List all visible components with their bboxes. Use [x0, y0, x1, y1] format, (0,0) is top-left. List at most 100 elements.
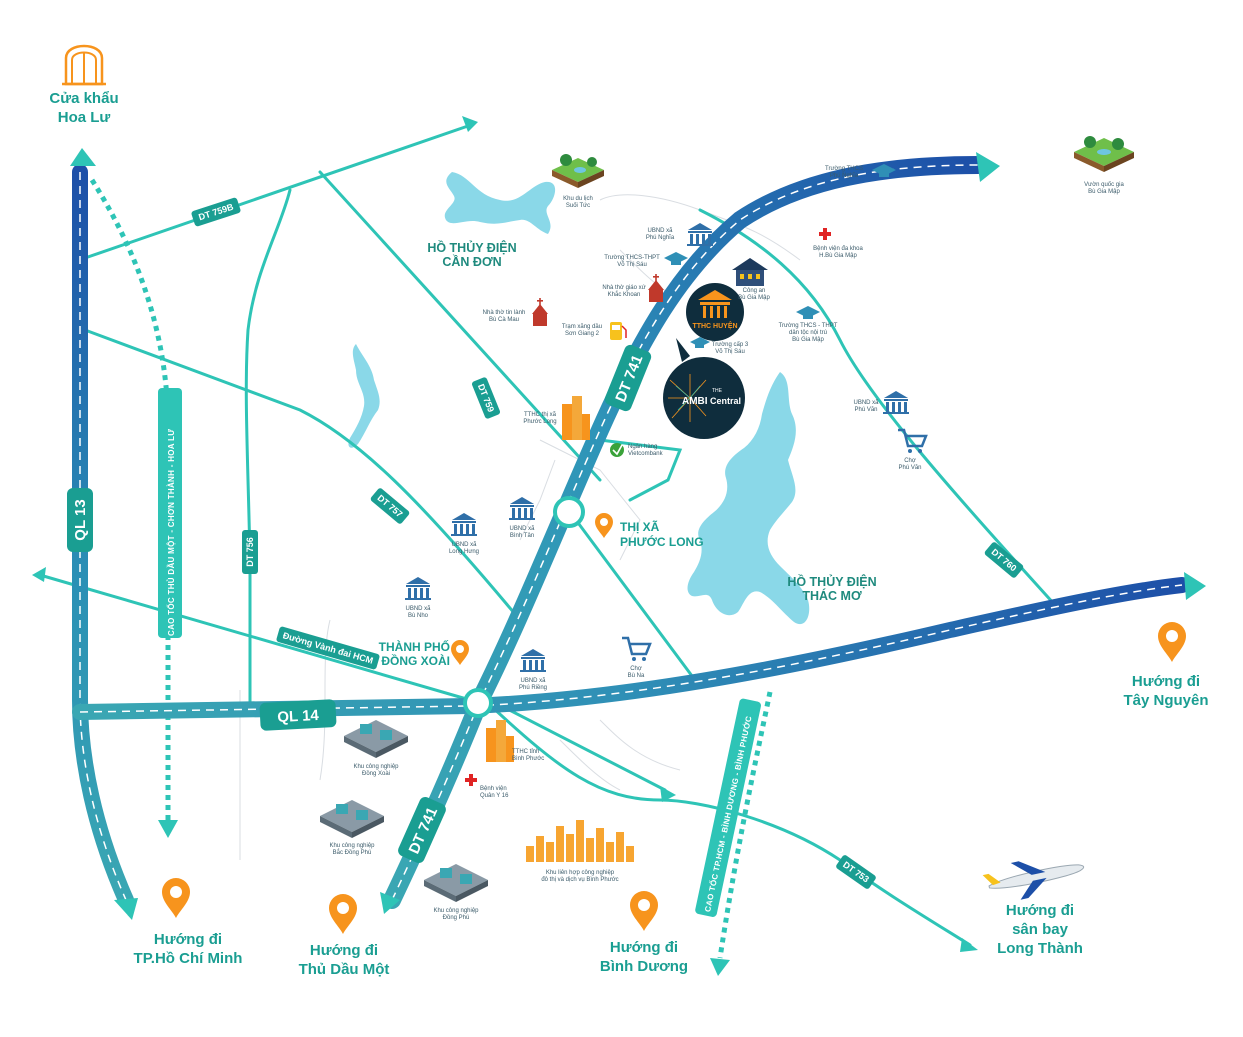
badge-dt759b: DT 759B: [191, 197, 241, 227]
badge-ql13: QL 13: [67, 488, 93, 552]
poi-bv-qy-2: Quân Y 16: [480, 793, 509, 799]
minor-road-arrows: [32, 116, 978, 952]
place-phuoc-long-line1: THỊ XÃ: [620, 519, 660, 534]
hospital-icon: [465, 228, 831, 786]
dest-hoa-lu-line2: Hoa Lư: [58, 109, 111, 126]
dest-long-thanh-line1: Hướng đi: [1006, 902, 1074, 919]
poi-cho-pv-2: Phú Văn: [898, 465, 921, 471]
poi-ubnd-lh-2: Long Hưng: [449, 549, 479, 555]
ql13-arrow-up: [70, 148, 96, 166]
poi-nt-bcm-2: Bù Cà Mau: [489, 317, 519, 323]
lake-can-don-line1: HỒ THỦY ĐIỆN: [427, 240, 516, 255]
lake-thac-mo: [687, 372, 810, 625]
lake-can-don: [444, 172, 556, 234]
dest-hcm-line1: Hướng đi: [154, 931, 222, 948]
poi-thcs-vts-1: Trường THCS-THPT: [604, 255, 660, 261]
badge-ql14: QL 14: [259, 699, 337, 731]
project-the: THE: [712, 388, 723, 394]
place-dong-xoai-line1: THÀNH PHỐ: [379, 639, 450, 654]
bank-icon: [610, 443, 624, 457]
poi-kcn-dp-2: Đồng Phú: [443, 915, 470, 921]
map-pin-holes: [170, 518, 1178, 914]
ql14-arrow-right: [1184, 572, 1206, 600]
poi-vcb-2: Vietcombank: [628, 451, 664, 457]
industrial-park-icon: [424, 864, 488, 902]
airplane-icon: [982, 861, 1085, 900]
poi-ubnd-bn-2: Bù Nho: [408, 613, 429, 619]
poi-cong-an-2: Bù Gia Mập: [738, 295, 770, 301]
poi-vcb-1: Ngân hàng: [628, 444, 657, 450]
poi-ubnd-pv-1: UBND xã: [853, 400, 879, 406]
poi-vqg-1: Vườn quốc gia: [1084, 182, 1124, 188]
place-dong-xoai-line2: ĐỒNG XOÀI: [381, 653, 450, 668]
badge-dt741-north: DT 741: [604, 344, 652, 412]
poi-ubnd-bt-1: UBND xã: [509, 526, 535, 532]
poi-cong-an-1: Công an: [743, 288, 766, 294]
lake-thac-mo-line1: HỒ THỦY ĐIỆN: [787, 574, 876, 589]
industrial-park-icon: [320, 800, 384, 838]
dest-hcm-line2: TP.Hồ Chí Minh: [134, 950, 243, 967]
poi-ubnd-bt-2: Bình Tân: [510, 533, 534, 539]
highway-ql14: [72, 577, 1190, 720]
dest-tay-nguyen-line2: Tây Nguyên: [1123, 692, 1208, 709]
poi-cho-bn-2: Bù Na: [628, 673, 645, 679]
poi-tram-xang-2: Sơn Giang 2: [565, 331, 600, 337]
poi-khu-du-lich-2: Suối Tức: [566, 203, 590, 209]
poi-kcn-dx-1: Khu công nghiệp: [353, 764, 399, 770]
city-skyline-icon: [526, 820, 634, 862]
dest-long-thanh-line2: sân bay: [1012, 921, 1069, 938]
dotted-expressway-arrows: [158, 820, 730, 976]
poi-noitru-3: Bù Gia Mập: [792, 337, 824, 343]
poi-ubnd-bn-1: UBND xã: [405, 606, 431, 612]
poi-ttdc-bp-2: Bình Phước: [512, 756, 544, 762]
badge-dt753: DT 753: [836, 855, 876, 889]
badge-dt759: DT 759: [471, 377, 501, 419]
poi-cap3-1: Trường cấp 3: [712, 342, 749, 348]
government-building-icon: [405, 223, 909, 672]
poi-nt-bcm-1: Nhà thờ tin lành: [483, 310, 526, 316]
poi-labels: Khu du lịch Suối Tức Vườn quốc gia Bù Gi…: [329, 166, 1124, 921]
roundabout-phuoc-long: [553, 496, 585, 528]
dest-long-thanh-line3: Long Thành: [997, 940, 1083, 957]
gate-icon: [62, 44, 106, 86]
church-icon: [532, 274, 664, 326]
poi-bv-bgm-2: H.Bù Gia Mập: [819, 253, 857, 259]
poi-nt-kk-1: Nhà thờ giáo xứ: [602, 285, 645, 291]
cao-toc-right-badge: CAO TỐC TP.HCM - BÌNH DƯƠNG - BÌNH PHƯỚC: [695, 698, 761, 917]
police-station-icon: [732, 258, 768, 286]
cart-wheels: [632, 449, 922, 661]
poi-ubnd-pn-2: Phú Nghĩa: [646, 235, 675, 241]
badge-dt757: DT 757: [370, 488, 410, 524]
office-building-icon: [486, 720, 514, 762]
poi-ubnd-pv-2: Phú Văn: [854, 407, 877, 413]
dest-hoa-lu-line1: Cửa khẩu: [49, 90, 118, 107]
dest-tdm-line2: Thủ Dầu Một: [299, 961, 390, 978]
faint-streets: [239, 194, 801, 860]
cao-toc-left-badge: CAO TỐC THỦ DẦU MỘT - CHƠN THÀNH - HOA L…: [158, 388, 182, 638]
poi-vqg-2: Bù Gia Mập: [1088, 189, 1120, 195]
poi-klh-2: đô thị và dịch vụ Bình Phước: [541, 877, 618, 883]
ql14-label: QL 14: [277, 707, 320, 726]
industrial-park-icon: [344, 720, 408, 758]
poi-ubnd-pr-1: UBND xã: [520, 678, 546, 684]
project-ambi-central-badge: THE AMBI Central: [663, 338, 745, 439]
dt741-arrow-sw: [380, 892, 400, 914]
badge-dt756: DT 756: [242, 530, 258, 574]
shopping-cart-icon: [622, 428, 928, 656]
badge-dt741-south: DT 741: [398, 796, 446, 864]
poi-ubnd-pn-1: UBND xã: [647, 228, 673, 234]
poi-kcn-dx-2: Đồng Xoài: [362, 771, 390, 777]
poi-kcn-bdp-2: Bắc Đồng Phú: [333, 849, 372, 856]
dest-binh-duong-line1: Hướng đi: [610, 939, 678, 956]
poi-kcn-bdp-1: Khu công nghiệp: [329, 843, 375, 849]
park-icon: [1074, 136, 1134, 172]
poi-thcs-vts-2: Võ Thị Sáu: [617, 262, 647, 268]
park-icon: [552, 154, 604, 188]
poi-cho-pv-1: Chợ: [904, 458, 916, 464]
poi-klh-1: Khu liên hợp công nghiệp: [546, 870, 615, 876]
roundabout-dong-xoai: [463, 688, 493, 718]
poi-noitru-1: Trường THCS - THPT: [779, 323, 838, 329]
poi-cho-bn-1: Chợ: [630, 666, 642, 672]
dest-tdm-line1: Hướng đi: [310, 942, 378, 959]
tthc-huyen-label: TTHC HUYỆN: [692, 321, 737, 330]
